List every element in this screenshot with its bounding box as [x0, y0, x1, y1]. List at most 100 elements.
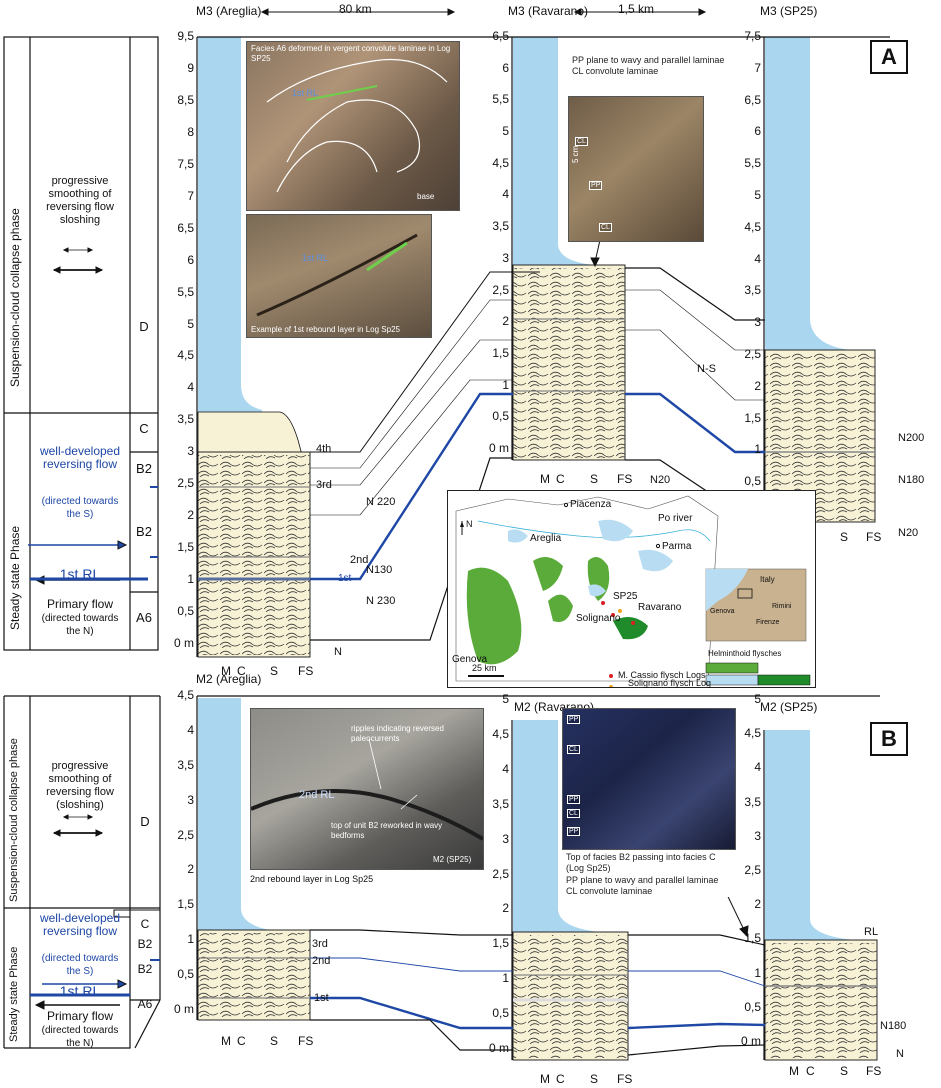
a-unit-b2-upper: B2	[136, 461, 152, 476]
b-col3-tick: 3	[754, 828, 761, 843]
map-legend-red: M. Cassio flysch Logs	[618, 670, 706, 680]
a-col2-tick: 4	[502, 187, 509, 202]
b-col3-axis-label: S	[840, 1064, 849, 1078]
a-rl-4th: 4th	[316, 443, 332, 455]
a-photo-rebound-caption: Example of 1st rebound layer in Log Sp25	[251, 325, 400, 334]
a-col1-tick: 5	[187, 316, 194, 331]
a-col3-tick: 5	[754, 188, 761, 202]
a-photo-convolute-base: base	[417, 192, 435, 201]
a-col1-tick: 1,5	[177, 540, 194, 555]
map-helminthoid: Helminthoid flysches	[708, 649, 782, 658]
b-col1-tick: 4,5	[177, 688, 194, 702]
a-pc-n230: N 230	[366, 595, 396, 607]
a-dist1: 80 km	[339, 2, 372, 16]
a-col1-tick: 3	[187, 444, 194, 459]
a-col3-tick: 7	[754, 60, 761, 75]
b-col2-tick: 2	[502, 901, 509, 916]
map-north: N	[466, 519, 473, 529]
a-unit-a6: A6	[136, 610, 152, 625]
map-inset-italy: Italy	[760, 575, 775, 584]
a-col3-title: M3 (SP25)	[760, 4, 818, 18]
a-photo-facies: CL PP CL 5 cm	[568, 96, 704, 242]
b-col1-tick: 2	[187, 862, 194, 877]
a-reversing-dir: (directed towards the S)	[41, 496, 119, 520]
b-col3-tick: 3,5	[744, 794, 761, 809]
b-col1-axis-label: M	[221, 1034, 231, 1048]
map-inset-genova: Genova	[710, 608, 735, 615]
a-col3-tick: 4	[754, 251, 761, 266]
b-rl-sp25: RL	[864, 926, 879, 938]
a-col2-tick: 1,5	[492, 345, 509, 360]
b-unit-c: C	[140, 917, 150, 931]
a-col2-axis-label: C	[556, 472, 565, 486]
b-col2-axis-label: C	[556, 1072, 565, 1086]
a-col2-tick: 4,5	[492, 155, 509, 170]
b-photo-facies: PP CL PP CL PP	[562, 708, 736, 850]
a-col3-tick: 0,5	[744, 474, 761, 489]
b-correlation-lines	[310, 929, 766, 1056]
b-rl-3rd: 3rd	[312, 938, 328, 950]
a-smoothing-text: progressive smoothing of reversing flow …	[46, 175, 114, 226]
a-col2-tick: 0,5	[492, 409, 509, 424]
map-piacenza: Piacenza	[570, 499, 612, 510]
a-col3-tick: 1,5	[744, 410, 761, 425]
b-col2-tick: 1,5	[492, 936, 509, 951]
a-col1-axis-label: C	[237, 664, 246, 678]
a-photo-rebound: 1st RL Example of 1st rebound layer in L…	[246, 214, 432, 338]
map-parma: Parma	[662, 541, 692, 552]
a-rl-3rd: 3rd	[316, 479, 332, 491]
map-solignano: Solignano	[576, 613, 621, 624]
b-photo-rebound-caption: 2nd rebound layer in Log Sp25	[250, 874, 374, 884]
a-col2-tick: 6,5	[492, 29, 509, 43]
b-photo-tag-cl2: CL	[567, 809, 580, 818]
a-col3-tick: 6,5	[744, 92, 761, 107]
b-primary-dir: (directed towards the N)	[41, 1025, 119, 1049]
panel-a-flow-arrows	[28, 247, 158, 585]
a-col2-axis-label: M	[540, 472, 550, 486]
b-col1-tick: 0 m	[173, 1002, 194, 1016]
map-inset-rimini: Rimini	[772, 603, 792, 610]
b-unit-d: D	[140, 814, 150, 829]
b-col2-tick: 0,5	[492, 1006, 509, 1021]
b-col1-tick: 0,5	[177, 967, 194, 982]
b-rl-2nd: 2nd	[312, 955, 331, 967]
a-col1-title: M3 (Areglia)	[196, 4, 262, 18]
map-scale: 25 km	[472, 663, 497, 673]
b-col1-tick: 3	[187, 792, 194, 807]
map-ravarano: Ravarano	[638, 602, 682, 613]
b-col3-tick: 1,5	[744, 931, 761, 946]
a-photo-convolute-rl: 1st RL	[292, 88, 319, 98]
a-primary-text: Primary flow	[46, 597, 113, 611]
a-col2-tick: 6	[502, 60, 509, 75]
map-inset-firenze: Firenze	[756, 619, 780, 626]
b-col1-axis-label: FS	[298, 1034, 314, 1048]
b-col1-tick: 3,5	[177, 757, 194, 772]
b-photo-tag-cl1: CL	[567, 745, 580, 754]
b-col1-tick: 1,5	[177, 897, 194, 912]
b-col1-tick: 2,5	[177, 827, 194, 842]
b-col1-axis-label: C	[237, 1034, 246, 1048]
a-photo-rebound-lines	[256, 233, 418, 317]
a-pc-ns: N-S	[697, 363, 716, 375]
b-col2-tick: 2,5	[492, 866, 509, 881]
a-col3-axis-label: FS	[866, 530, 882, 544]
distance-arrows	[260, 8, 707, 16]
a-col2-tick: 5,5	[492, 92, 509, 107]
b-phase-lower: Steady state Phase	[8, 946, 20, 1042]
a-col3-tick: 5,5	[744, 156, 761, 171]
a-dist2: 1,5 km	[618, 2, 655, 16]
b-col2-tick: 4	[502, 761, 509, 776]
b-col2-tick: 1	[502, 971, 509, 986]
b-legend: PP plane to wavy and parallel laminae CL…	[566, 875, 746, 897]
a-col2-tick: 3,5	[492, 219, 509, 234]
b-col1-log	[196, 695, 880, 1021]
panel-b-side-table	[3, 695, 161, 1049]
location-map-svg	[455, 495, 811, 689]
a-col2-tick: 1	[502, 377, 509, 392]
b-col2-tick: 5	[502, 692, 509, 706]
b-col3-tick: 1	[754, 965, 761, 980]
b-photo-tag-pp2: PP	[567, 795, 581, 804]
a-photo-convolute-lines	[266, 58, 448, 193]
a-unit-b2-lower: B2	[136, 524, 152, 539]
a-col2-tick: 0 m	[488, 441, 509, 455]
